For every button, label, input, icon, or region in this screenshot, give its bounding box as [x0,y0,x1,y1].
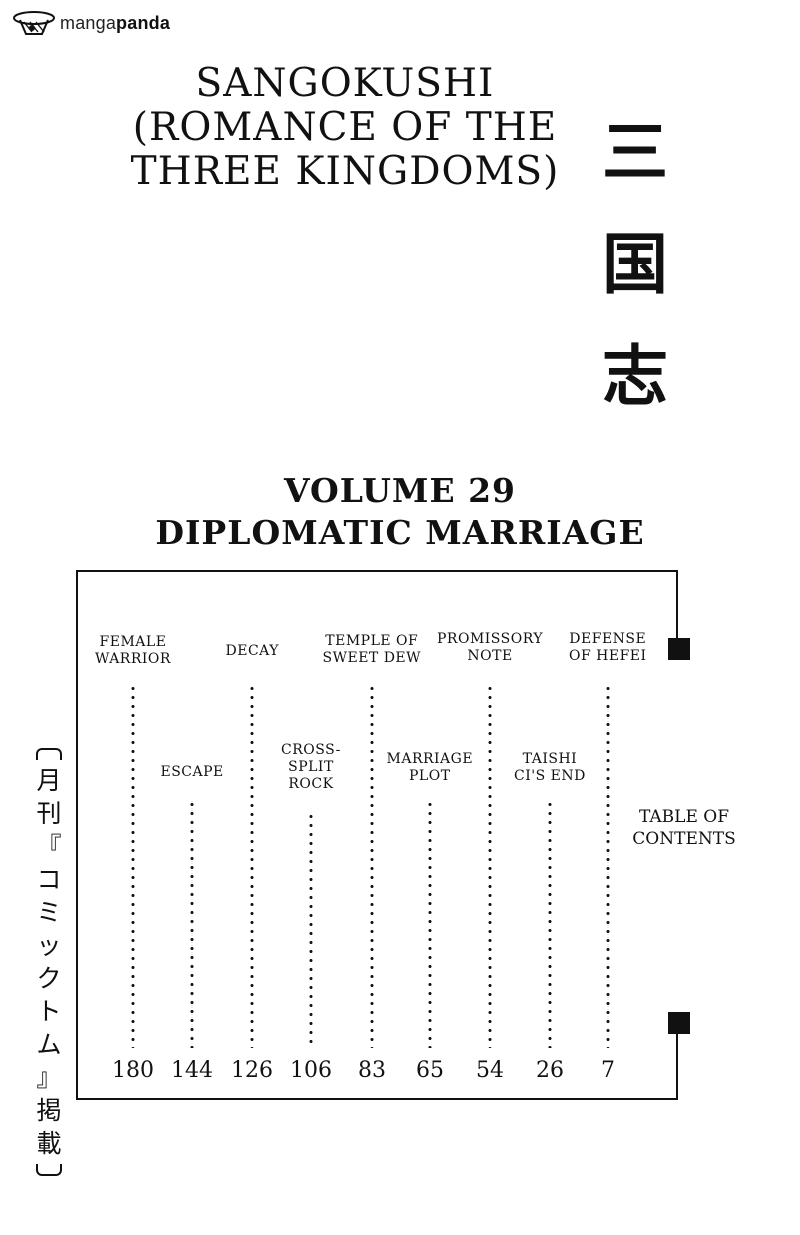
page-number: 180 [112,1058,154,1083]
square-marker [668,638,690,660]
dotted-leader [428,800,432,1048]
frame-edge [676,1032,678,1100]
page-number: 126 [231,1058,273,1083]
chapter-title: Defenseof Hefei [569,631,647,665]
title-line: (Romance of the [132,105,558,150]
chapter-title-line: Warrior [95,651,171,667]
bracket-top [36,748,62,760]
serialization-char: 載 [36,1129,62,1158]
kanji-title: 三 国 志 [596,120,674,456]
dotted-leader [488,684,492,1048]
chapter-title: Escape [161,764,224,781]
dotted-leader [370,684,374,1048]
dotted-leader [131,684,135,1048]
serialization-char: 掲 [36,1096,62,1125]
chapter-title-line: Female [99,634,167,650]
page-number: 65 [416,1058,444,1083]
chapter-title-line: sweet dew [322,650,422,666]
serialization-char: ミ [36,898,62,927]
chapter-title-line: Marriage [386,751,474,767]
chapter-title-line: Taishi [522,751,578,767]
chapter-title-line: Decay [225,643,279,659]
dotted-leader [309,812,313,1048]
chapter-title: Promissorynote [437,631,543,665]
chapter-title: Marriageplot [387,751,474,785]
serialization-char: 『 [36,832,62,861]
volume-subtitle: Diplomatic Marriage [155,513,645,552]
chapter-title-line: Ci's End [514,768,586,784]
square-marker [668,1012,690,1034]
chapter-title: FemaleWarrior [95,634,171,668]
chapter-title-line: plot [409,768,451,784]
bracket-bottom [36,1164,62,1176]
chapter-title-line: split [288,759,334,775]
dotted-leader [250,684,254,1048]
serialization-char: 』 [36,1063,62,1092]
page-number: 106 [290,1058,332,1083]
serialization-char: ッ [36,931,62,960]
toc-label: Table of Contents [622,806,746,850]
dotted-leader [548,800,552,1048]
toc-frame [76,570,678,1100]
toc-label-line: Contents [632,829,736,849]
title-line: Three Kingdoms) [130,149,560,194]
chapter-title: Temple ofsweet dew [323,633,422,667]
kanji-char: 志 [602,338,668,415]
page-number: 7 [601,1058,615,1083]
page-number: 144 [171,1058,213,1083]
serialization-char: コ [36,865,62,894]
chapter-title: Cross-splitrock [281,742,341,793]
manga-panda-icon [13,11,55,35]
dotted-leader [190,800,194,1048]
serialization-note: 月刊『コミックトム』掲載 [28,748,70,1176]
chapter-title-line: Defense [569,631,647,647]
page-number: 26 [536,1058,564,1083]
volume-heading: Volume 29 Diplomatic Marriage [100,470,700,554]
volume-number: Volume 29 [283,471,517,510]
chapter-title-line: Cross- [281,742,341,758]
toc-label-line: Table of [638,807,729,827]
book-title: Sangokushi (Romance of the Three Kingdom… [110,62,580,194]
chapter-title-line: note [467,648,513,664]
title-line: Sangokushi [195,61,495,106]
chapter-title-line: rock [288,776,334,792]
page-number: 54 [476,1058,504,1083]
serialization-char: ム [36,1030,62,1059]
site-logo[interactable]: mangapanda [12,8,170,38]
chapter-title-line: Escape [160,764,224,780]
logo-text: mangapanda [60,12,171,33]
chapter-title-line: Temple of [325,633,419,649]
chapter-title: Decay [226,643,279,660]
dotted-leader [606,684,610,1048]
kanji-char: 三 [602,114,668,191]
serialization-char: 月 [36,766,62,795]
page-number: 83 [358,1058,386,1083]
kanji-char: 国 [602,226,668,303]
chapter-title: TaishiCi's End [514,751,586,785]
chapter-title-line: Promissory [437,631,544,647]
serialization-char: ト [36,997,62,1026]
serialization-text: 月刊『コミックトム』掲載 [36,764,61,1160]
serialization-char: 刊 [36,799,62,828]
chapter-title-line: of Hefei [569,648,647,664]
frame-edge [676,570,678,642]
serialization-char: ク [36,964,62,993]
